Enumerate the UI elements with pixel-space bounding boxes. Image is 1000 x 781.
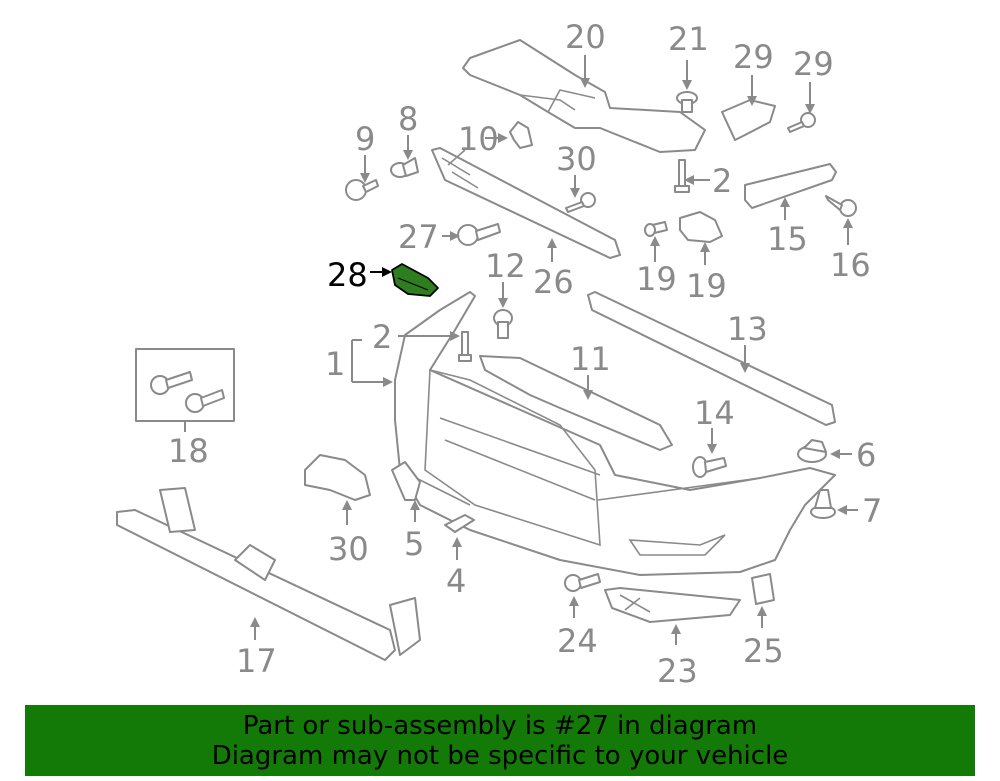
callout-18: 19 (686, 267, 727, 305)
part-29-screw-upper[interactable] (787, 112, 816, 133)
callout-8: 9 (355, 120, 375, 158)
part-16-beam[interactable] (116, 487, 421, 661)
leader-lines (184, 55, 858, 645)
part-9-clip[interactable] (509, 121, 533, 149)
callout-9: 10 (458, 120, 499, 158)
callout-15: 16 (830, 246, 871, 284)
callout-13: 14 (694, 394, 735, 432)
callout-20: 20 (565, 18, 606, 56)
callout-28: 29 (733, 38, 774, 76)
callout-11: 12 (485, 247, 526, 285)
callout-7: 8 (398, 100, 418, 138)
part-10-absorber[interactable] (479, 355, 673, 451)
callout-4: 5 (404, 525, 424, 563)
callout-29-upper: 29 (793, 45, 834, 83)
part-30-sensor[interactable] (304, 454, 371, 501)
callout-26: 27 (398, 218, 439, 256)
callout-3: 4 (446, 562, 466, 600)
part-26-bolt[interactable] (457, 223, 501, 246)
callout-6: 7 (862, 492, 882, 530)
part-12-reinforcement[interactable] (587, 291, 836, 426)
part-4-bracket[interactable] (391, 461, 421, 501)
part-15-screw[interactable] (825, 195, 857, 217)
callout-17: 18 (168, 432, 209, 470)
part-2-pin-lower[interactable] (458, 331, 472, 362)
part-13-pin[interactable] (692, 456, 727, 478)
banner-line-1: Part or sub-assembly is #27 in diagram (242, 711, 758, 741)
callout-30: 30 (328, 530, 369, 568)
parts-diagram: 20 21 29 29 8 9 10 30 2 27 15 16 26 19 1… (116, 18, 882, 690)
part-17-bolt-kit[interactable] (135, 348, 235, 422)
part-5-nut[interactable] (797, 439, 827, 463)
part-18-bracket[interactable] (679, 211, 723, 243)
callout-24: 25 (743, 632, 784, 670)
info-banner: Part or sub-assembly is #27 in diagram D… (25, 705, 975, 776)
callout-19: 19 (636, 260, 677, 298)
callout-5: 6 (856, 436, 876, 474)
part-24-plug[interactable] (751, 573, 775, 605)
part-22-fog-cover[interactable] (604, 587, 741, 623)
part-7-retainer[interactable] (390, 157, 419, 178)
part-25-grille[interactable] (431, 147, 621, 259)
part-3-retainer[interactable] (444, 514, 475, 533)
callout-2-upper: 2 (712, 162, 732, 200)
callout-27-highlighted: 28 (327, 256, 368, 294)
callout-29-mid: 30 (556, 140, 597, 178)
part-27-highlighted[interactable] (391, 263, 439, 297)
callout-16: 17 (236, 642, 277, 680)
callout-labels: 20 21 29 29 8 9 10 30 2 27 15 16 26 19 1… (168, 18, 882, 690)
part-14-strip[interactable] (744, 163, 837, 209)
callout-25: 26 (533, 263, 574, 301)
callout-10: 11 (570, 340, 611, 378)
part-23-screw[interactable] (564, 573, 601, 592)
callout-12: 13 (727, 310, 768, 348)
callout-1: 1 (325, 345, 345, 383)
part-21-bolt[interactable] (676, 91, 698, 113)
part-8-bolt[interactable] (345, 179, 379, 201)
callout-23: 24 (557, 622, 598, 660)
callout-14: 15 (767, 220, 808, 258)
part-29-screw-mid[interactable] (565, 192, 596, 213)
part-6-clip[interactable] (810, 489, 836, 519)
callout-2-lower: 2 (372, 318, 392, 356)
part-2-pin-upper[interactable] (674, 159, 690, 193)
banner-line-2: Diagram may not be specific to your vehi… (211, 741, 789, 771)
part-11-bolt[interactable] (493, 309, 513, 339)
callout-22: 23 (657, 652, 698, 690)
callout-21: 21 (668, 20, 709, 58)
part-20-upper-cover[interactable] (462, 39, 706, 153)
part-28-bracket[interactable] (721, 99, 776, 141)
part-19-stud[interactable] (644, 221, 668, 237)
